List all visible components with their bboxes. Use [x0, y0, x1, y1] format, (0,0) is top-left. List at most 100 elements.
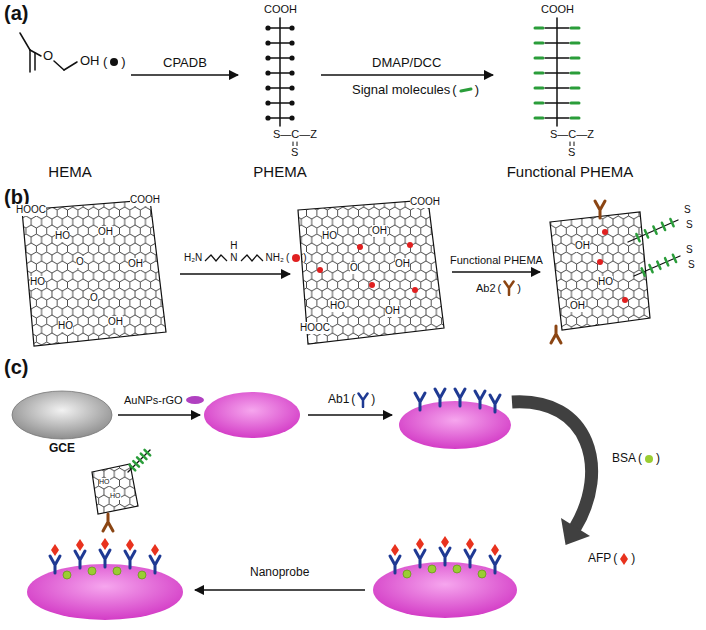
key-text: ) — [121, 55, 125, 70]
polymer-chain — [128, 450, 150, 472]
chem-label: OH — [570, 300, 585, 312]
antibody-symbol — [359, 394, 368, 408]
bond-line — [34, 53, 36, 70]
signal-molecule — [535, 117, 543, 120]
hema-unit — [265, 115, 270, 120]
bond-line — [54, 61, 64, 70]
key-text: ) — [517, 282, 521, 295]
signal-molecule — [645, 230, 648, 237]
side-group — [545, 87, 569, 88]
dot-symbol — [645, 455, 653, 463]
chem-label: HO — [598, 276, 613, 288]
signal-molecule — [657, 262, 660, 269]
chain-symbol — [241, 255, 263, 261]
atom-label: OH — [80, 54, 100, 69]
hema-unit — [289, 100, 294, 105]
hema-unit — [289, 70, 294, 75]
chem-label: HO — [55, 230, 70, 242]
chem-label: OH — [108, 316, 123, 328]
reagent-label: DMAP/DCC — [372, 56, 441, 71]
signal-molecule — [137, 457, 143, 463]
compound-name: Functional PHEMA — [507, 163, 634, 180]
end-group: S — [686, 244, 693, 256]
graphene-sheet — [550, 212, 650, 330]
symbol-key: () — [103, 55, 126, 70]
chem-label: OH — [372, 225, 387, 237]
key-text: ( — [613, 552, 617, 566]
side-group — [545, 72, 569, 73]
bsa-symbol — [453, 565, 461, 573]
dot-symbol — [292, 254, 300, 262]
antibody-symbol — [150, 556, 160, 573]
chem-label: HO — [30, 276, 45, 288]
key-text: ( — [452, 83, 456, 98]
amine-dot — [602, 229, 608, 235]
step-label: Nanoprobe — [250, 566, 309, 580]
key-text: Ab1 — [328, 393, 349, 407]
afp-symbol — [51, 544, 59, 556]
key-text: H₂N — [184, 252, 202, 264]
chem-label: HO — [58, 320, 73, 332]
symbol-key: BSA() — [612, 452, 660, 466]
signal-molecule — [673, 255, 676, 262]
symbol-key: AFP() — [588, 552, 635, 566]
key-symbol — [503, 280, 515, 296]
antibody-symbol — [490, 395, 500, 412]
antibody-symbol — [415, 550, 425, 567]
afp-symbol — [466, 538, 474, 550]
hema-unit — [265, 55, 270, 60]
atom-label: H — [230, 240, 237, 252]
key-text: NH₂ — [266, 252, 284, 264]
compound-node: Functional PHEMA — [495, 20, 645, 180]
signal-molecule — [535, 27, 543, 30]
key-symbol — [644, 454, 654, 464]
hema-unit — [289, 40, 294, 45]
graphene-sheet — [92, 464, 138, 514]
afp-symbol — [126, 539, 134, 551]
reagent-label: CPADB — [163, 56, 207, 71]
antibody-symbol — [415, 393, 425, 410]
bond-line — [30, 50, 41, 56]
chem-label: COOH — [410, 196, 440, 208]
electrode-label: GCE — [49, 442, 75, 456]
key-text: ) — [631, 552, 635, 566]
reaction-arrow — [131, 74, 238, 76]
chem-label: O — [350, 262, 358, 274]
signal-molecule — [145, 450, 151, 456]
end-group: S—C—Z — [273, 128, 317, 141]
compound-name: PHEMA — [253, 163, 306, 180]
atom-label: N — [230, 252, 237, 264]
hema-unit — [289, 115, 294, 120]
signal-molecule — [535, 102, 543, 105]
antibody-symbol — [465, 550, 475, 567]
amine-formula: H₂NHNNH₂() — [184, 240, 307, 263]
end-group: S — [684, 204, 691, 216]
hema-unit — [265, 85, 270, 90]
chem-label: OH — [385, 305, 400, 317]
bond-line — [64, 62, 77, 70]
afp-symbol — [491, 544, 499, 556]
key-symbol — [109, 57, 119, 67]
afp-symbol — [101, 538, 109, 550]
amine-dot — [412, 287, 418, 293]
signal-molecule — [535, 72, 543, 75]
reaction-arrow — [195, 589, 365, 591]
side-group — [268, 57, 292, 58]
signal-molecule — [653, 226, 656, 233]
signal-molecule — [636, 234, 639, 241]
signal-molecule — [535, 42, 543, 45]
key-symbol — [619, 552, 629, 566]
chain-symbol — [205, 255, 227, 261]
key-symbol — [240, 253, 264, 263]
key-symbol — [204, 253, 228, 263]
modified-electrode — [27, 564, 183, 620]
polymer-chain — [628, 220, 678, 242]
antibody-symbol — [75, 551, 85, 568]
antibody-symbol — [440, 548, 450, 565]
compound-node: PHEMA — [240, 20, 320, 180]
key-text: ( — [103, 55, 107, 70]
key-text: ( — [351, 393, 355, 407]
dot-symbol — [110, 58, 118, 66]
end-group: COOH — [264, 3, 297, 16]
chem-label: HO — [330, 300, 345, 312]
